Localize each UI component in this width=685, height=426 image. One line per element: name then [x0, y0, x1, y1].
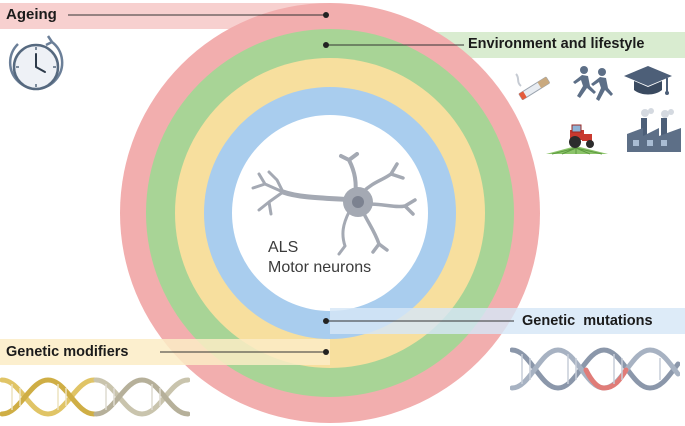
factory-icon — [627, 108, 681, 152]
center-label-line1: ALS — [268, 239, 299, 256]
mutations-dot — [323, 318, 329, 324]
environment-dot — [323, 42, 329, 48]
dna-modifier-icon — [0, 377, 190, 417]
runners-icon — [573, 66, 613, 101]
center-label-line2: Motor neurons — [268, 259, 372, 276]
environment-label: Environment and lifestyle — [468, 36, 645, 52]
center-label: ALS Motor neurons — [268, 238, 371, 278]
ageing-label: Ageing — [6, 6, 57, 23]
dna-mutation-icon — [510, 347, 680, 391]
graduation-cap-icon — [624, 66, 672, 95]
modifiers-dot — [323, 349, 329, 355]
clock-icon — [8, 35, 64, 91]
center-circle — [232, 115, 428, 311]
ageing-dot — [323, 12, 329, 18]
genetic-mutations-label: Genetic mutations — [522, 313, 653, 329]
cigarette-icon — [515, 73, 550, 100]
genetic-modifiers-label: Genetic modifiers — [6, 344, 129, 360]
tractor-field-icon — [546, 124, 608, 155]
motor-neuron-icon — [251, 152, 417, 256]
